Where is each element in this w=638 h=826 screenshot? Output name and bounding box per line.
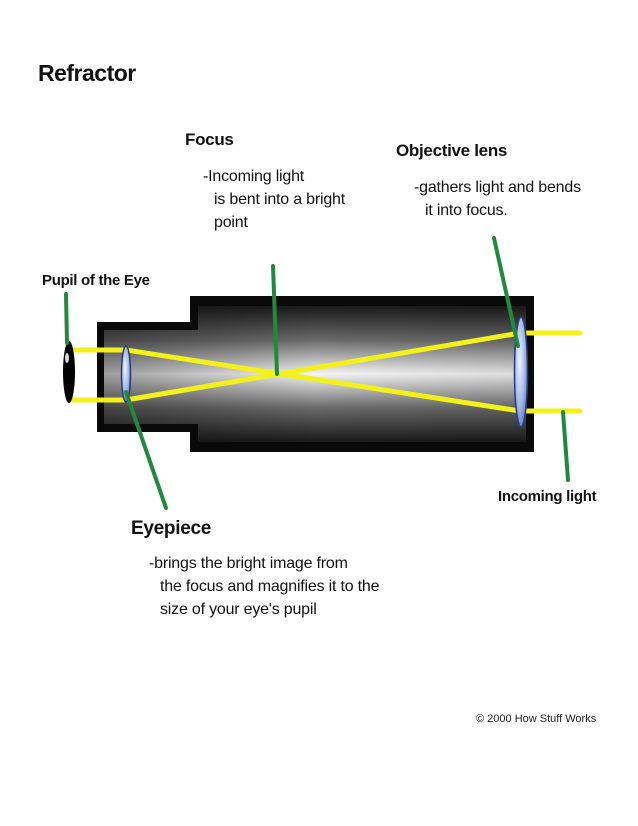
- pupil-label: Pupil of the Eye: [42, 272, 150, 289]
- focus-description-line: is bent into a bright: [214, 191, 345, 208]
- pupil-pointer: [64, 292, 69, 345]
- label-pointers: [64, 236, 570, 510]
- eyepiece-description: -brings the bright image from the focus …: [149, 552, 380, 621]
- objective-pointer: [492, 236, 520, 348]
- pupil-of-eye: [63, 341, 75, 403]
- eyepiece-description-line: the focus and magnifies it to the: [160, 578, 380, 595]
- eyepiece-description-line: -brings the bright image from: [149, 555, 348, 572]
- focus-description-line: -Incoming light: [203, 168, 305, 185]
- telescope-tube: [97, 296, 534, 452]
- diagram-title: Refractor: [38, 60, 136, 86]
- objective-description-line: -gathers light and bends: [414, 179, 581, 196]
- focus-pointer: [271, 264, 279, 376]
- focus-label: Focus: [185, 130, 234, 149]
- eyepiece-pointer: [124, 390, 168, 510]
- eyepiece-description-line: size of your eye's pupil: [160, 601, 317, 618]
- converging-ray-top: [123, 330, 523, 403]
- objective-description-line: it into focus.: [425, 202, 508, 219]
- focus-description-line: point: [214, 214, 248, 231]
- incoming-light-label: Incoming light: [498, 488, 597, 505]
- copyright-notice: © 2000 How Stuff Works: [476, 713, 597, 725]
- eyepiece-label: Eyepiece: [131, 518, 211, 539]
- incoming-light-pointer: [561, 410, 570, 482]
- converging-ray-bottom: [123, 347, 523, 414]
- objective-lens-label: Objective lens: [396, 141, 508, 160]
- objective-lens-description: -gathers light and bends it into focus.: [414, 176, 581, 222]
- eyepiece-lens: [120, 345, 132, 403]
- light-rays: [69, 330, 583, 414]
- focus-description: -Incoming light is bent into a bright po…: [203, 165, 345, 234]
